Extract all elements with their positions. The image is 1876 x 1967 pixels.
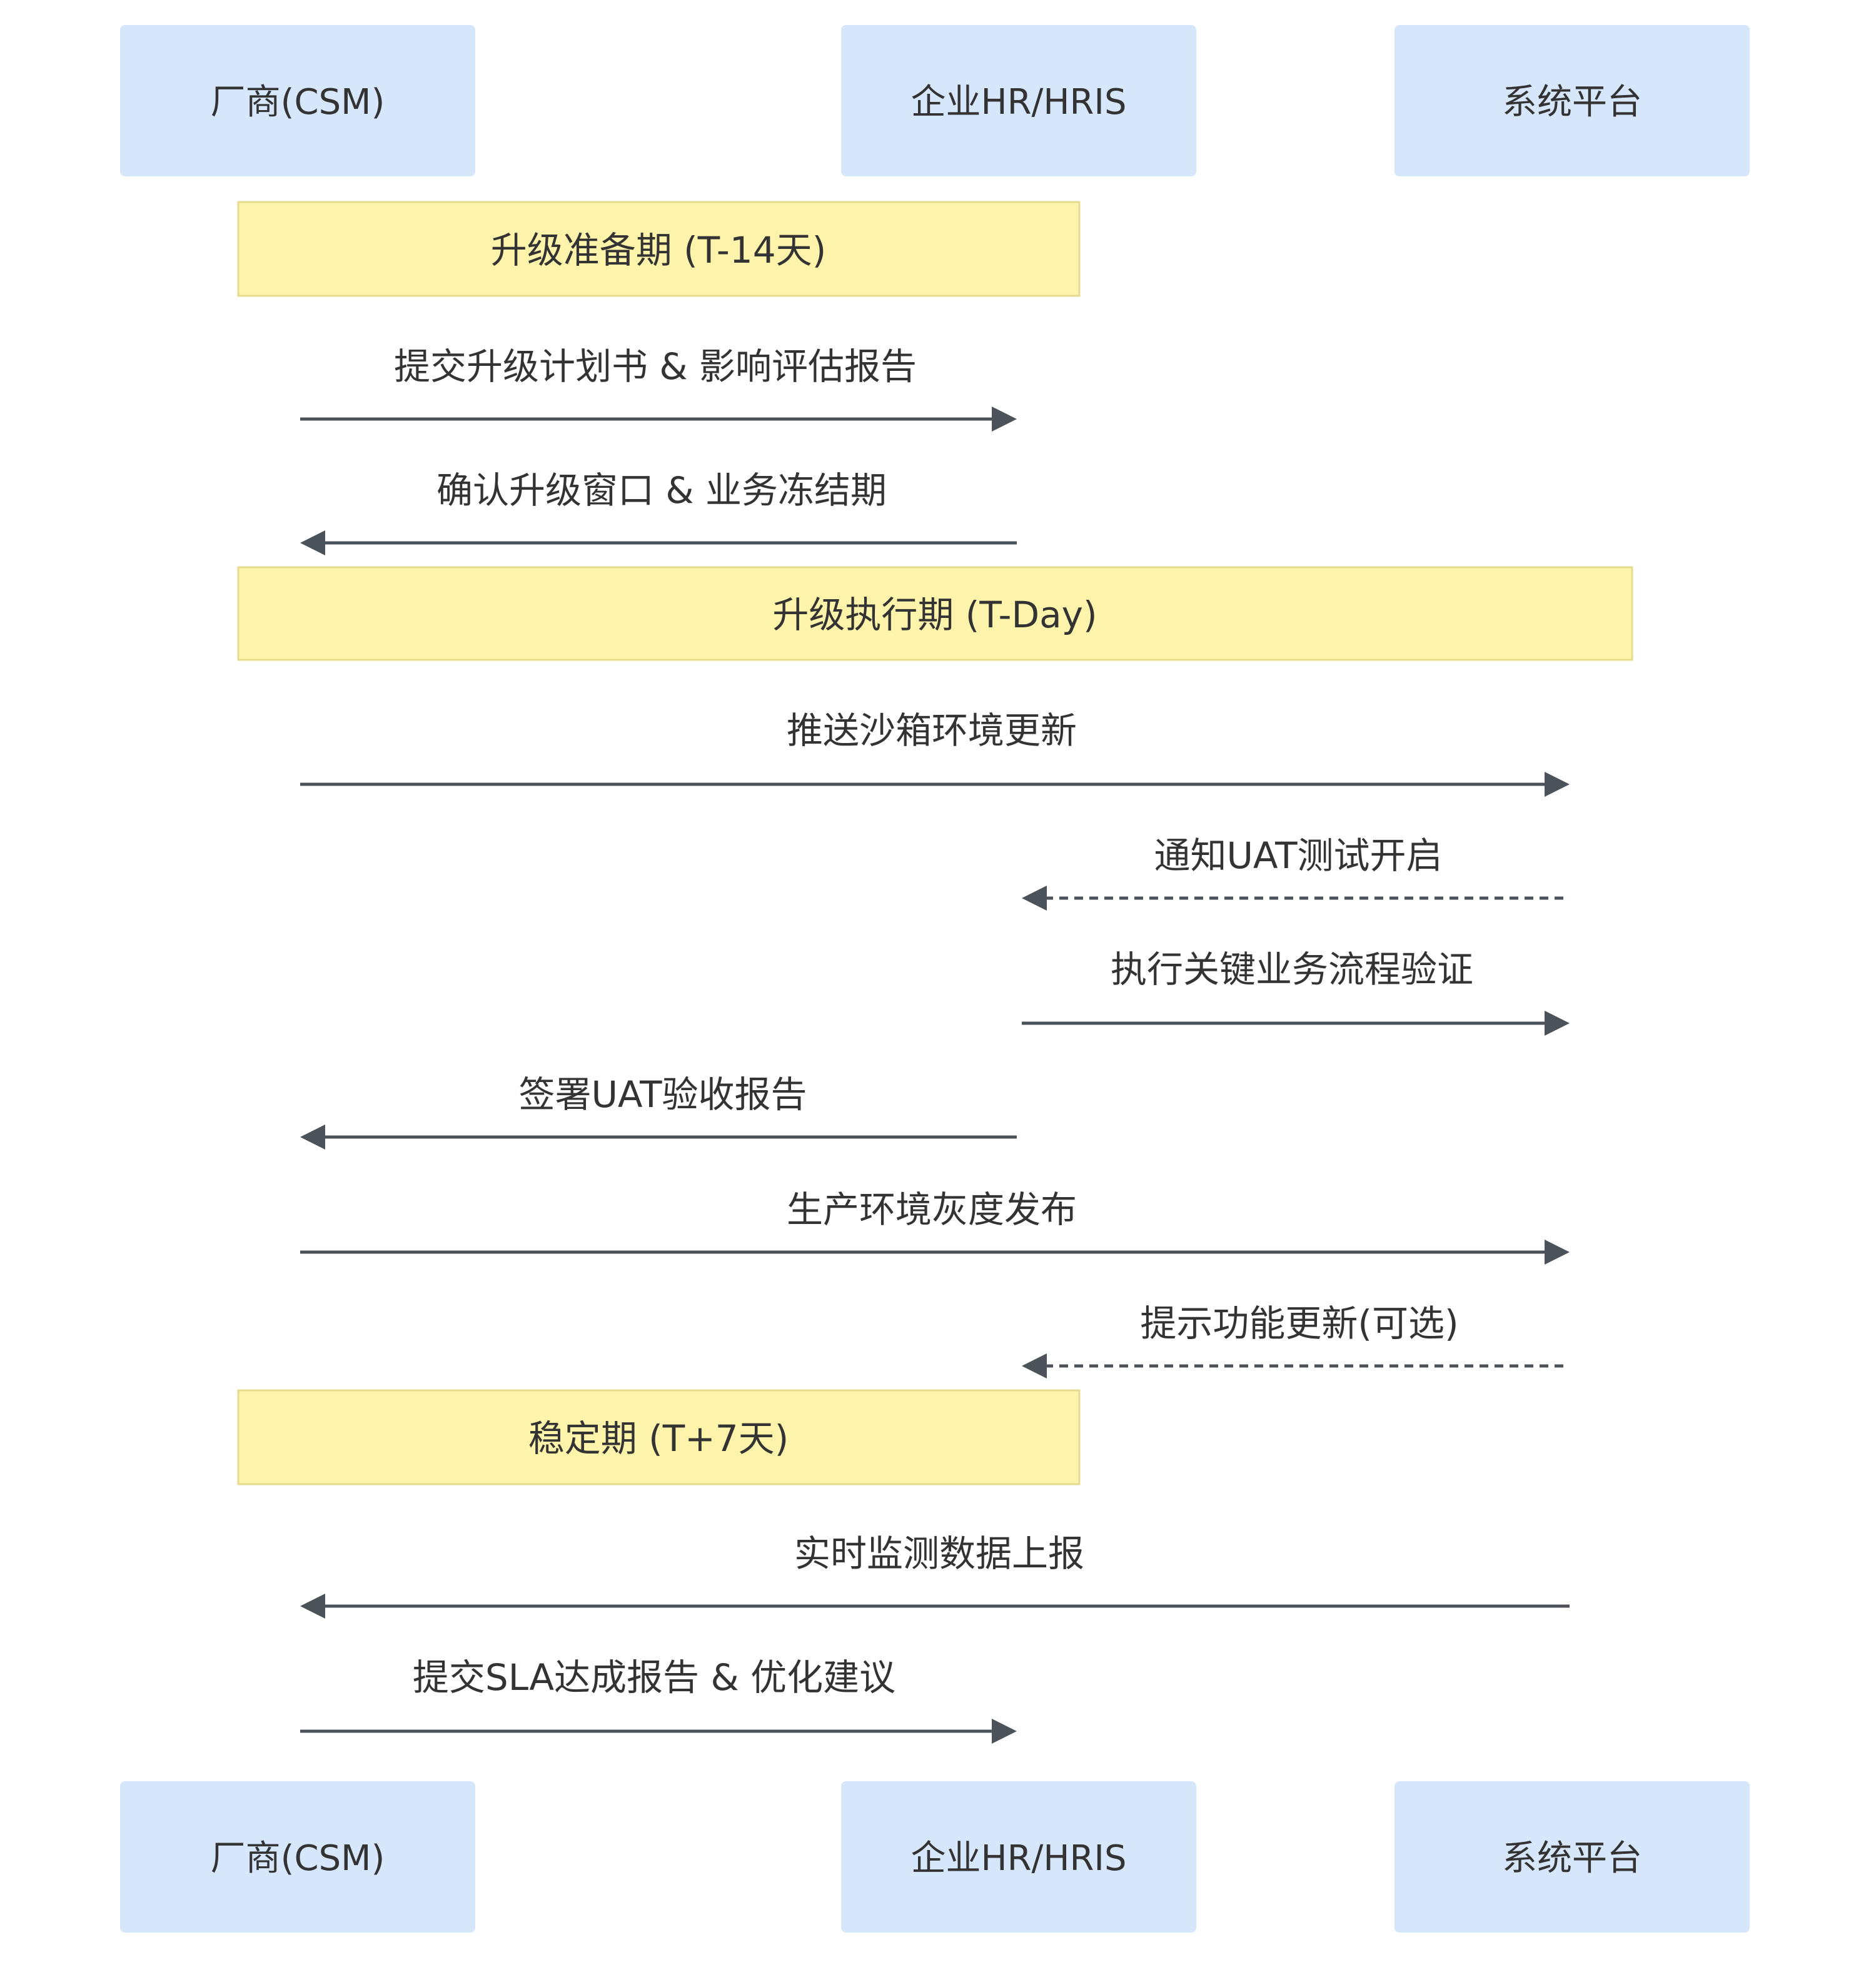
actor-label: 系统平台 xyxy=(1502,82,1642,123)
note-stable: 稳定期 (T+7天) xyxy=(237,1389,1081,1485)
arrowhead-left xyxy=(300,1594,325,1619)
arrowhead-left xyxy=(300,530,325,555)
note-label: 升级执行期 (T-Day) xyxy=(772,594,1097,636)
arrowhead-right xyxy=(992,1719,1017,1744)
actor-sys-bottom: 系统平台 xyxy=(1394,1781,1750,1933)
message-label: 提交升级计划书 & 影响评估报告 xyxy=(394,345,917,388)
message-gray-release: 生产环境灰度发布 xyxy=(300,1188,1570,1265)
message-label: 签署UAT验收报告 xyxy=(518,1073,807,1116)
arrowhead-right xyxy=(992,407,1017,432)
message-notify-uat: 通知UAT测试开启 xyxy=(1022,834,1570,911)
message-label: 确认升级窗口 & 业务冻结期 xyxy=(436,469,887,512)
actor-box xyxy=(120,1781,475,1933)
actor-box xyxy=(120,25,475,176)
actor-label: 系统平台 xyxy=(1502,1838,1642,1879)
actor-hr-bottom: 企业HR/HRIS xyxy=(841,1781,1196,1933)
message-label: 提交SLA达成报告 & 优化建议 xyxy=(413,1656,895,1699)
message-push-sandbox: 推送沙箱环境更新 xyxy=(300,709,1570,797)
actor-label: 企业HR/HRIS xyxy=(911,82,1127,123)
message-confirm-window: 确认升级窗口 & 业务冻结期 xyxy=(300,469,1017,555)
arrowhead-right xyxy=(1545,1240,1570,1265)
actor-csm-bottom: 厂商(CSM) xyxy=(120,1781,475,1933)
actor-label: 厂商(CSM) xyxy=(211,1838,385,1879)
message-label: 执行关键业务流程验证 xyxy=(1111,948,1473,991)
message-label: 通知UAT测试开启 xyxy=(1154,834,1442,877)
actor-box xyxy=(1394,25,1750,176)
message-label: 生产环境灰度发布 xyxy=(787,1188,1077,1231)
actor-box xyxy=(841,25,1196,176)
message-sign-uat: 签署UAT验收报告 xyxy=(300,1073,1017,1150)
message-submit-plan: 提交升级计划书 & 影响评估报告 xyxy=(300,345,1017,432)
arrowhead-left xyxy=(300,1125,325,1150)
note-box xyxy=(237,1389,1081,1485)
actor-sys-top: 系统平台 xyxy=(1394,25,1750,176)
message-run-validation: 执行关键业务流程验证 xyxy=(1022,948,1570,1036)
note-box xyxy=(237,201,1081,297)
message-label: 实时监测数据上报 xyxy=(794,1532,1084,1575)
actor-csm-top: 厂商(CSM) xyxy=(120,25,475,176)
arrowhead-right xyxy=(1545,1011,1570,1036)
message-monitor-report: 实时监测数据上报 xyxy=(300,1532,1570,1619)
actor-label: 企业HR/HRIS xyxy=(911,1838,1127,1879)
note-label: 稳定期 (T+7天) xyxy=(528,1417,789,1460)
message-label: 提示功能更新(可选) xyxy=(1140,1302,1458,1345)
actor-label: 厂商(CSM) xyxy=(211,82,385,123)
message-feature-hint: 提示功能更新(可选) xyxy=(1022,1302,1570,1378)
arrowhead-left xyxy=(1022,886,1047,911)
actor-box xyxy=(841,1781,1196,1933)
note-label: 升级准备期 (T-14天) xyxy=(491,229,827,271)
note-box xyxy=(237,566,1633,661)
arrowhead-left xyxy=(1022,1353,1047,1378)
arrowhead-right xyxy=(1545,772,1570,797)
note-prep: 升级准备期 (T-14天) xyxy=(237,201,1081,297)
actor-box xyxy=(1394,1781,1750,1933)
note-exec: 升级执行期 (T-Day) xyxy=(237,566,1633,661)
message-label: 推送沙箱环境更新 xyxy=(787,709,1077,752)
message-sla-report: 提交SLA达成报告 & 优化建议 xyxy=(300,1656,1017,1744)
actor-hr-top: 企业HR/HRIS xyxy=(841,25,1196,176)
